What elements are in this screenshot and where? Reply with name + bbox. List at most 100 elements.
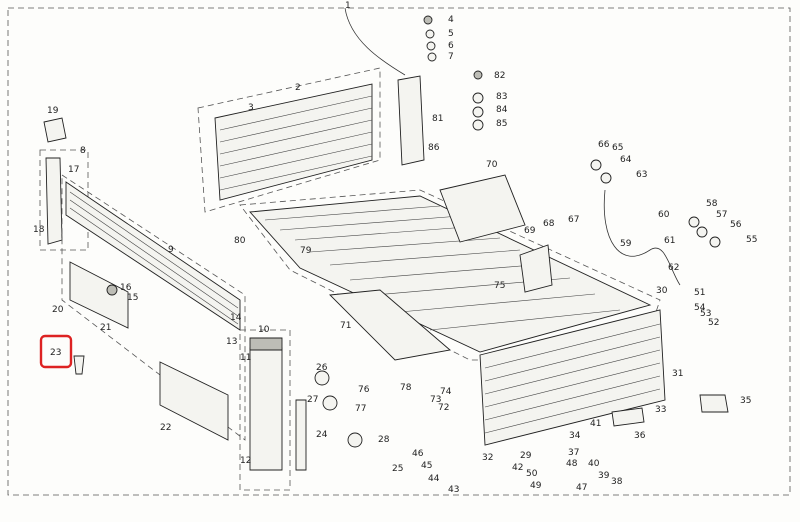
callout-76: 76 <box>358 385 370 395</box>
washer-56 <box>709 236 721 248</box>
bumper-28 <box>347 432 363 448</box>
hinge-16 <box>106 284 118 296</box>
callout-63: 63 <box>636 170 647 180</box>
floor-panel <box>249 195 652 353</box>
callout-9: 9 <box>168 245 174 255</box>
callout-25: 25 <box>392 464 403 474</box>
callout-66: 66 <box>598 140 610 150</box>
callout-65: 65 <box>612 143 623 153</box>
side-panel-lower-22 <box>159 361 229 441</box>
callout-70: 70 <box>486 160 498 170</box>
floor-box <box>239 189 661 361</box>
callout-21: 21 <box>100 323 111 333</box>
callout-5: 5 <box>448 29 454 39</box>
callout-41: 41 <box>590 419 601 429</box>
callout-42: 42 <box>512 463 523 473</box>
callout-22: 22 <box>160 423 171 433</box>
callout-7: 7 <box>448 52 454 62</box>
callout-58: 58 <box>706 199 718 209</box>
callout-17: 17 <box>68 165 79 175</box>
corner-cap-10 <box>249 337 283 351</box>
callout-71: 71 <box>340 321 351 331</box>
corner-post-box <box>239 329 291 491</box>
washer-6 <box>426 41 436 51</box>
callout-45: 45 <box>421 461 432 471</box>
latch-35 <box>699 394 729 413</box>
headboard-panel <box>214 83 373 201</box>
callout-54: 54 <box>694 303 706 313</box>
callout-55: 55 <box>746 235 757 245</box>
washer-85 <box>472 119 484 131</box>
callout-34: 34 <box>569 431 581 441</box>
callout-64: 64 <box>620 155 632 165</box>
callout-10: 10 <box>258 325 270 335</box>
callout-62: 62 <box>668 263 679 273</box>
callout-1: 1 <box>345 1 351 11</box>
bolt-52 <box>473 70 483 80</box>
callout-36: 36 <box>634 431 646 441</box>
callout-80: 80 <box>234 236 246 246</box>
washer-5 <box>425 29 435 39</box>
left-side-box <box>39 149 89 251</box>
washer-53 <box>472 92 484 104</box>
callout-68: 68 <box>543 219 555 229</box>
callout-15: 15 <box>127 293 138 303</box>
callout-48: 48 <box>566 459 578 469</box>
washer-58 <box>688 216 700 228</box>
callout-38: 38 <box>611 477 623 487</box>
callout-19: 19 <box>47 106 59 116</box>
bumper-26 <box>314 370 330 386</box>
pin-23 <box>73 355 85 375</box>
washer-84 <box>472 106 484 118</box>
callout-73: 73 <box>430 395 441 405</box>
side-panel-box <box>61 174 246 441</box>
chain-59 <box>603 189 681 286</box>
callout-57: 57 <box>716 210 727 220</box>
washer-65 <box>590 159 602 171</box>
callout-39: 39 <box>598 471 610 481</box>
callout-8: 8 <box>80 146 86 156</box>
callout-53: 53 <box>700 309 711 319</box>
callout-60: 60 <box>658 210 670 220</box>
callout-52: 52 <box>708 318 719 328</box>
callout-3: 3 <box>248 103 254 113</box>
frame-border <box>7 7 791 496</box>
callout-24: 24 <box>316 430 328 440</box>
nut-7 <box>427 52 437 62</box>
strap-24 <box>295 399 307 471</box>
callout-23: 23 <box>50 348 61 358</box>
highlight-box-23 <box>39 334 73 369</box>
callout-11: 11 <box>240 353 251 363</box>
callout-37: 37 <box>568 448 579 458</box>
washer-64 <box>600 172 612 184</box>
callout-43: 43 <box>448 485 459 495</box>
headboard-box <box>197 67 381 213</box>
plate-36 <box>611 407 645 427</box>
callout-67: 67 <box>568 215 579 225</box>
callout-86: 86 <box>428 143 440 153</box>
callout-85: 85 <box>496 119 507 129</box>
callout-13: 13 <box>226 337 237 347</box>
callout-56: 56 <box>730 220 742 230</box>
bracket-69 <box>519 244 553 293</box>
side-panel-lower-20 <box>69 261 129 329</box>
callout-2: 2 <box>295 83 301 93</box>
callout-49: 49 <box>530 481 542 491</box>
callout-40: 40 <box>588 459 600 469</box>
floor-sub-71 <box>329 289 452 361</box>
latch-19 <box>43 117 67 143</box>
callout-26: 26 <box>316 363 328 373</box>
callout-50: 50 <box>526 469 538 479</box>
callout-29: 29 <box>520 451 532 461</box>
bumper-27 <box>322 395 338 411</box>
callout-51: 51 <box>694 288 705 298</box>
callout-4: 4 <box>448 15 454 25</box>
callout-81: 81 <box>432 114 443 124</box>
callout-75: 75 <box>494 281 505 291</box>
callout-69: 69 <box>524 226 536 236</box>
callout-74: 74 <box>440 387 452 397</box>
callout-77: 77 <box>355 404 366 414</box>
callout-16: 16 <box>120 283 132 293</box>
callout-20: 20 <box>52 305 64 315</box>
